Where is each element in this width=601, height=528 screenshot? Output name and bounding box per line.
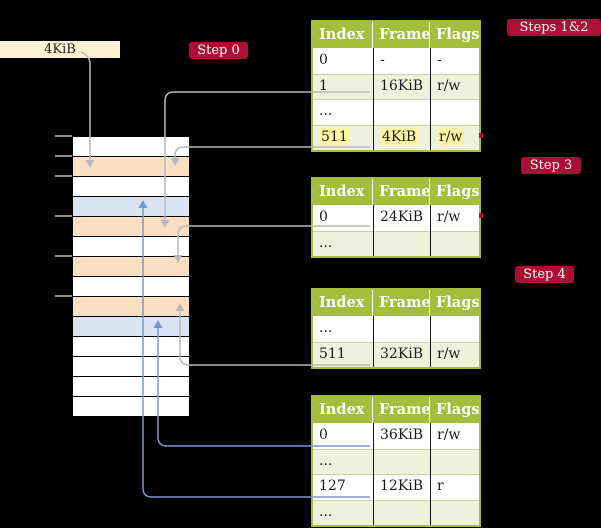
- column-header: Flags: [430, 22, 480, 48]
- table-cell: [373, 448, 430, 474]
- table-cell: [430, 316, 479, 342]
- column-header: Frame: [373, 179, 431, 205]
- table-cell: -: [373, 48, 430, 74]
- table-row: ...: [313, 448, 479, 474]
- address-tick: [55, 155, 72, 157]
- table-cell: 127: [319, 478, 346, 494]
- memory-frame-row-page: [72, 196, 190, 217]
- badge-step-3: Step 3: [521, 157, 581, 174]
- table-cell: ...: [319, 234, 333, 251]
- table-cell: [430, 230, 479, 256]
- column-header: Index: [313, 290, 373, 316]
- table-cell: 12KiB: [373, 474, 430, 500]
- table-row: 0 --: [313, 48, 479, 74]
- memory-frame-row-free: [72, 336, 190, 357]
- table-cell: r/w: [430, 205, 479, 231]
- table-row: ...: [313, 99, 479, 125]
- memory-frame-row-page: [72, 316, 190, 337]
- table-cell: [373, 499, 430, 525]
- page-size-label: 4KiB: [0, 41, 120, 58]
- address-tick: [55, 175, 72, 177]
- memory-frame-row-free: [72, 396, 190, 417]
- badge-step-0: Step 0: [189, 42, 248, 59]
- address-tick: [55, 295, 72, 297]
- table-cell: 0: [319, 209, 328, 225]
- memory-frame-row-pagetable: [72, 256, 190, 277]
- table-cell: r/w: [430, 423, 479, 449]
- table-row: ...: [313, 230, 479, 256]
- badge-steps-1-2: Steps 1&2: [507, 19, 601, 36]
- memory-frame-row-free: [72, 136, 190, 157]
- table-cell: -: [430, 48, 479, 74]
- column-header: Flags: [430, 179, 480, 205]
- table-cell: [373, 316, 430, 342]
- table-cell: [430, 448, 479, 474]
- column-header: Flags: [430, 290, 480, 316]
- column-header: Index: [313, 397, 373, 423]
- table-cell: ...: [319, 320, 333, 336]
- table-cell: 36KiB: [373, 423, 430, 449]
- column-header: Frame: [373, 290, 431, 316]
- table-cell: 16KiB: [373, 73, 430, 99]
- table-cell: r/w: [430, 124, 479, 150]
- column-header: Index: [313, 22, 373, 48]
- column-header: Index: [313, 179, 373, 205]
- table-cell: r: [430, 474, 479, 500]
- table-cell: r/w: [430, 73, 479, 99]
- table-cell: [430, 99, 479, 125]
- table-cell: [373, 99, 430, 125]
- table-cell: ...: [319, 452, 333, 469]
- table-cell: 511: [319, 345, 346, 362]
- table-cell: 1: [319, 77, 328, 94]
- memory-frame-row-free: [72, 276, 190, 297]
- table-cell: 0: [319, 52, 328, 68]
- table-cell: 4KiB: [373, 124, 430, 150]
- table-cell: 24KiB: [373, 205, 430, 231]
- memory-frame-row-pagetable: [72, 156, 190, 177]
- table-cell: ...: [319, 503, 333, 520]
- address-tick: [55, 255, 72, 257]
- table-cell: [373, 230, 430, 256]
- column-header: Flags: [430, 397, 480, 423]
- table-cell: [430, 499, 479, 525]
- memory-frame-row-pagetable: [72, 216, 190, 237]
- address-tick: [55, 135, 72, 137]
- table-row: ...: [313, 316, 479, 342]
- table-cell: 32KiB: [373, 341, 430, 367]
- badge-step-4: Step 4: [515, 266, 574, 283]
- address-tick: [55, 215, 72, 217]
- memory-frame-row-free: [72, 236, 190, 257]
- memory-frame-row-pagetable: [72, 296, 190, 317]
- memory-frame-row-free: [72, 176, 190, 197]
- table-cell: r/w: [430, 341, 479, 367]
- table-cell: 0: [319, 427, 328, 443]
- column-header: Frame: [373, 397, 431, 423]
- table-cell: ...: [319, 103, 333, 119]
- table-cell: 511: [319, 127, 350, 146]
- table-row: ...: [313, 499, 479, 525]
- memory-frame-row-free: [72, 356, 190, 377]
- memory-column: [55, 135, 190, 417]
- column-header: Frame: [373, 22, 431, 48]
- memory-frame-row-free: [72, 376, 190, 397]
